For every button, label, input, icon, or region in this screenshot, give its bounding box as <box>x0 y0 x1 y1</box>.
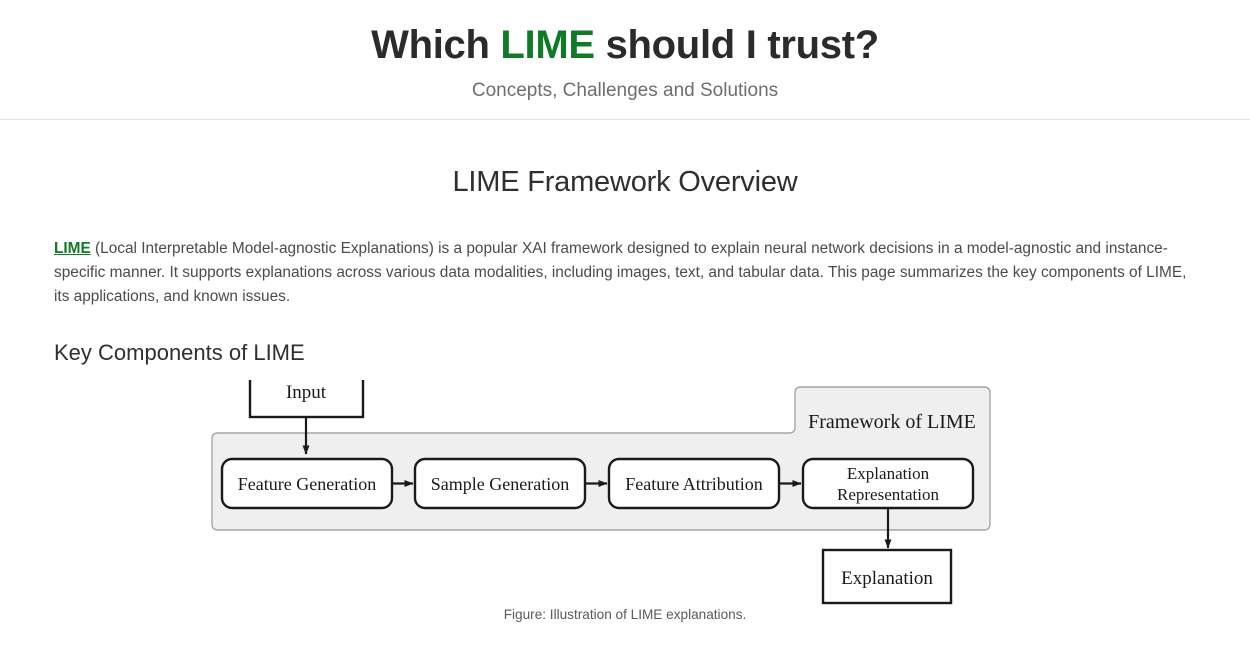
intro-paragraph: LIME (Local Interpretable Model-agnostic… <box>54 237 1196 309</box>
section-title: LIME Framework Overview <box>452 166 798 198</box>
input-box-label: Input <box>286 382 327 403</box>
lime-link[interactable]: LIME <box>54 240 91 257</box>
lime-framework-diagram: Framework of LIME Input Feature Generati… <box>211 380 991 605</box>
page-title: Which LIME should I trust? <box>0 22 1250 68</box>
stage-label-explanation-representation-line1: Explanation <box>847 464 930 483</box>
output-box <box>821 548 953 605</box>
stage-label-explanation-representation-line2: Representation <box>837 485 939 504</box>
output-box-label: Explanation <box>841 568 933 589</box>
intro-text: (Local Interpretable Model-agnostic Expl… <box>54 240 1187 305</box>
framework-container-label: Framework of LIME <box>808 411 976 433</box>
page-title-accent: LIME <box>500 23 595 67</box>
figure: Framework of LIME Input Feature Generati… <box>54 380 1196 630</box>
page-subtitle: Concepts, Challenges and Solutions <box>471 80 779 101</box>
main-content: LIME Framework Overview LIME (Local Inte… <box>0 166 1250 630</box>
stage-label-sample-generation: Sample Generation <box>431 474 569 494</box>
framework-container <box>211 386 991 531</box>
figure-caption: Figure: Illustration of LIME explanation… <box>503 607 747 622</box>
page-title-prefix: Which <box>371 23 501 67</box>
stage-label-feature-generation: Feature Generation <box>238 474 376 494</box>
stage-label-feature-attribution: Feature Attribution <box>625 474 762 494</box>
page-header: Which LIME should I trust? Concepts, Cha… <box>0 0 1250 120</box>
page-title-suffix: should I trust? <box>594 23 880 67</box>
subsection-title: Key Components of LIME <box>54 340 305 365</box>
